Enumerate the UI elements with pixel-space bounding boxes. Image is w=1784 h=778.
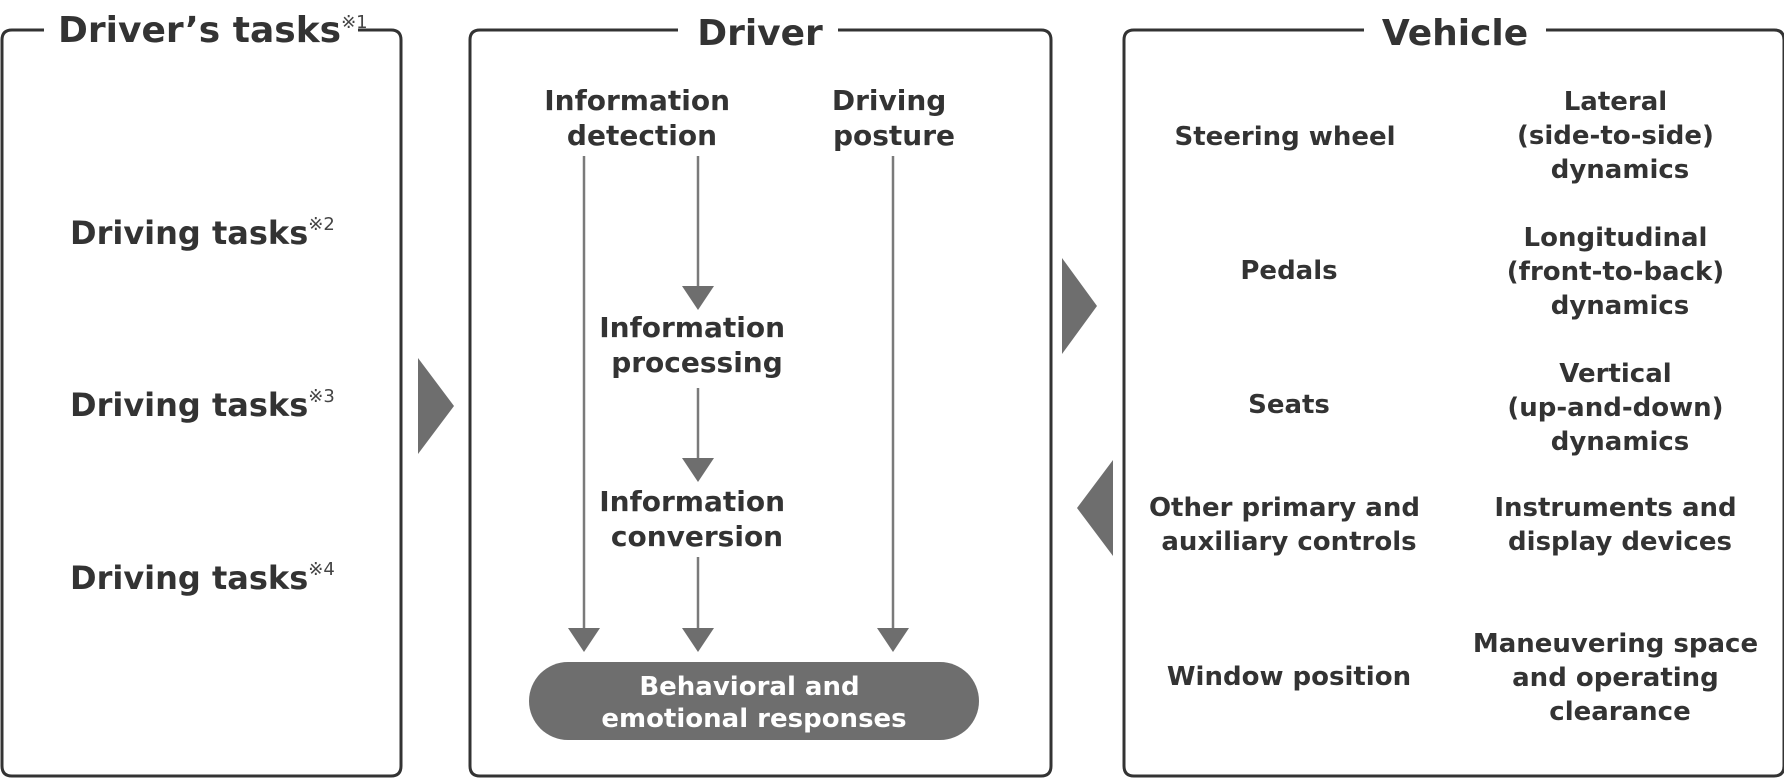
flow-lines bbox=[582, 156, 895, 630]
svg-text:Instruments and display: Instruments and display devices bbox=[1494, 493, 1745, 557]
svg-text:Maneuvering space and op: Maneuvering space and operating clearanc… bbox=[1473, 629, 1767, 727]
svg-text:Behavioral and emotional: Behavioral and emotional responses bbox=[601, 672, 906, 734]
svg-text:Information detection: Information detection bbox=[544, 84, 740, 152]
responses-line-1: Behavioral and bbox=[639, 672, 859, 702]
driver-panel-border bbox=[468, 28, 1053, 778]
svg-text:Pedals: Pedals bbox=[1240, 256, 1337, 286]
instruments-line-2: display devices bbox=[1508, 527, 1732, 557]
vehicle-panel: Vehicle Steering wheel Pedals Seats Othe… bbox=[1122, 13, 1784, 778]
svg-text:Information conversion: Information conversion bbox=[599, 485, 795, 553]
vehicle-title: Vehicle bbox=[1382, 13, 1528, 54]
info-conversion-line-2: conversion bbox=[611, 520, 783, 553]
info-conversion-line-1: Information bbox=[599, 485, 785, 518]
vertical-line-3: dynamics bbox=[1551, 427, 1690, 457]
driving-posture-line-1: Driving bbox=[832, 84, 946, 117]
driving-tasks-label-1: Driving tasks bbox=[70, 214, 308, 252]
longitudinal-line-3: dynamics bbox=[1551, 291, 1690, 321]
lateral-line-3: dynamics bbox=[1551, 155, 1690, 185]
driving-tasks-label-2: Driving tasks bbox=[70, 386, 308, 424]
svg-text:Vertical (up-and-down): Vertical (up-and-down) dynamics bbox=[1507, 359, 1732, 457]
driving-tasks-note-2: ※3 bbox=[308, 386, 335, 407]
vehicle-panel-border bbox=[1122, 28, 1784, 778]
svg-text:Driving tasks※2: Driving tasks※2 bbox=[70, 214, 335, 252]
info-detection-line-1: Information bbox=[544, 84, 730, 117]
svg-text:Driving tasks※3: Driving tasks※3 bbox=[70, 386, 335, 424]
left-arrow-icon bbox=[1077, 460, 1113, 556]
info-processing-line-1: Information bbox=[599, 311, 785, 344]
svg-text:Other primary and auxili: Other primary and auxiliary controls bbox=[1149, 493, 1429, 557]
svg-text:Driving posture: Driving posture bbox=[832, 84, 956, 152]
driving-posture-line-2: posture bbox=[833, 119, 955, 152]
driving-tasks-label-3: Driving tasks bbox=[70, 559, 308, 597]
svg-text:Driving tasks※4: Driving tasks※4 bbox=[70, 559, 335, 597]
steering-wheel-label: Steering wheel bbox=[1174, 122, 1395, 152]
seats-label: Seats bbox=[1248, 390, 1330, 420]
info-processing-line-2: processing bbox=[611, 346, 783, 379]
longitudinal-line-1: Longitudinal bbox=[1524, 223, 1708, 253]
instruments-line-1: Instruments and bbox=[1494, 493, 1736, 523]
window-position-label: Window position bbox=[1167, 662, 1411, 692]
svg-text:Window position: Window position bbox=[1167, 662, 1411, 692]
pedals-label: Pedals bbox=[1240, 256, 1337, 286]
driver-title: Driver bbox=[697, 13, 823, 54]
arrow-down-icon bbox=[682, 286, 714, 310]
svg-text:Longitudinal (front-to-b: Longitudinal (front-to-back) dynamics bbox=[1507, 223, 1734, 321]
arrow-down-icon bbox=[568, 628, 600, 652]
right-arrow-icon bbox=[418, 358, 454, 454]
drivers-tasks-panel: Driver’s tasks※1 Driving tasks※2 Driving… bbox=[0, 10, 403, 778]
svg-text:Driver’s tasks※1: Driver’s tasks※1 bbox=[58, 10, 368, 51]
maneuvering-line-2: and operating bbox=[1512, 663, 1719, 693]
longitudinal-line-2: (front-to-back) bbox=[1507, 257, 1724, 287]
svg-text:Lateral (side-to-side): Lateral (side-to-side) dynamics bbox=[1517, 87, 1723, 185]
drivers-tasks-title-note: ※1 bbox=[341, 12, 368, 33]
vertical-line-2: (up-and-down) bbox=[1507, 393, 1723, 423]
arrow-down-icon bbox=[682, 458, 714, 482]
maneuvering-line-3: clearance bbox=[1549, 697, 1690, 727]
maneuvering-line-1: Maneuvering space bbox=[1473, 629, 1758, 659]
lateral-line-2: (side-to-side) bbox=[1517, 121, 1714, 151]
responses-pill bbox=[529, 662, 979, 740]
other-controls-line-1: Other primary and bbox=[1149, 493, 1420, 523]
driver-panel: Driver Information detection Driving pos… bbox=[468, 13, 1053, 778]
responses-line-2: emotional responses bbox=[601, 704, 906, 734]
driving-tasks-note-1: ※2 bbox=[308, 214, 335, 235]
drivers-tasks-title: Driver’s tasks bbox=[58, 10, 341, 51]
other-controls-line-2: auxiliary controls bbox=[1161, 527, 1416, 557]
svg-text:Seats: Seats bbox=[1248, 390, 1330, 420]
arrow-down-icon bbox=[877, 628, 909, 652]
lateral-line-1: Lateral bbox=[1564, 87, 1667, 117]
drivers-tasks-panel-border bbox=[0, 28, 403, 778]
vertical-line-1: Vertical bbox=[1559, 359, 1671, 389]
svg-text:Steering wheel: Steering wheel bbox=[1174, 122, 1395, 152]
driving-tasks-note-3: ※4 bbox=[308, 559, 335, 580]
info-detection-line-2: detection bbox=[567, 119, 717, 152]
right-arrow-icon bbox=[1062, 258, 1097, 354]
arrow-down-icon bbox=[682, 628, 714, 652]
svg-text:Information processing: Information processing bbox=[599, 311, 795, 379]
